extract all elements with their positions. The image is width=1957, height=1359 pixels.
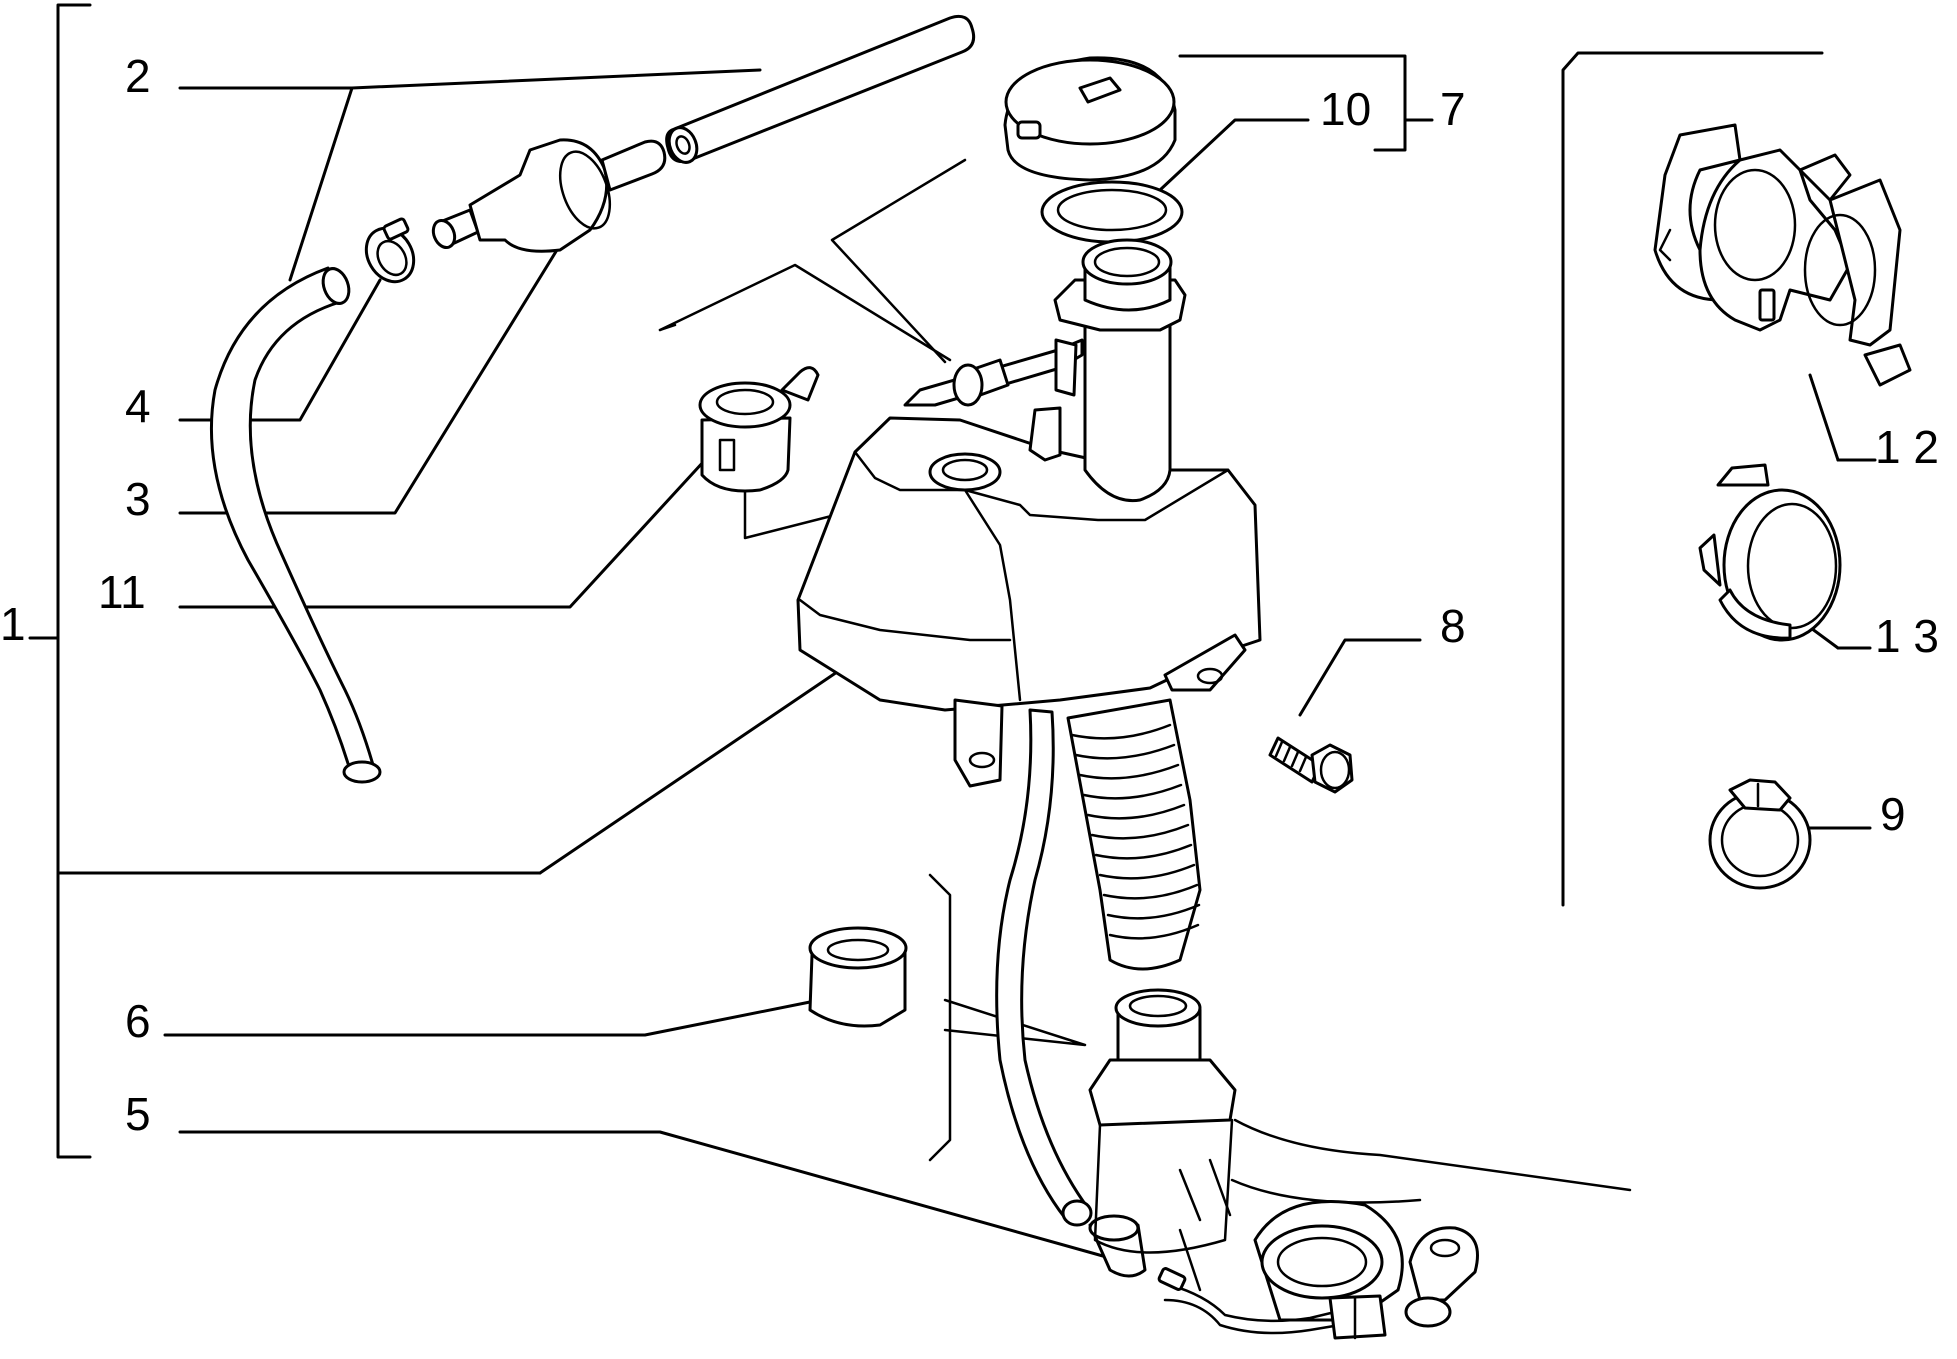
mounting-bolt (1268, 736, 1354, 794)
label-13: 1 3 (1875, 610, 1939, 662)
label-8: 8 (1440, 600, 1466, 652)
worm-drive-clamp (1698, 463, 1842, 642)
vent-valve (698, 366, 820, 493)
label-2: 2 (125, 50, 151, 102)
label-12: 1 2 (1875, 421, 1939, 473)
hose-clamp-small (364, 217, 416, 284)
check-valve (431, 138, 667, 253)
label-5: 5 (125, 1088, 151, 1140)
grommet (808, 926, 908, 1028)
breather-hose-curved (209, 266, 382, 784)
hose-grommet-small (1088, 1214, 1147, 1278)
double-hose-clip (1653, 123, 1912, 387)
part-labels: 1 2 4 3 11 6 5 10 7 8 1 2 1 3 9 (0, 50, 1939, 1140)
label-11: 11 (98, 566, 146, 618)
label-3: 3 (125, 473, 151, 525)
label-4: 4 (125, 380, 151, 432)
filler-neck-tank (796, 238, 1262, 1227)
label-10: 10 (1320, 83, 1371, 135)
accessory-panel-bracket (1561, 51, 1824, 907)
label-6: 6 (125, 995, 151, 1047)
spring-band-clamp (1708, 778, 1812, 890)
filler-cap (1003, 56, 1177, 182)
label-9: 9 (1880, 788, 1906, 840)
cap-gasket (1040, 180, 1184, 244)
label-7: 7 (1440, 83, 1466, 135)
fuel-tank-inlet (1088, 988, 1632, 1340)
breather-hose-straight (665, 14, 976, 164)
assembly-bracket (28, 3, 542, 1159)
label-1: 1 (0, 598, 26, 650)
